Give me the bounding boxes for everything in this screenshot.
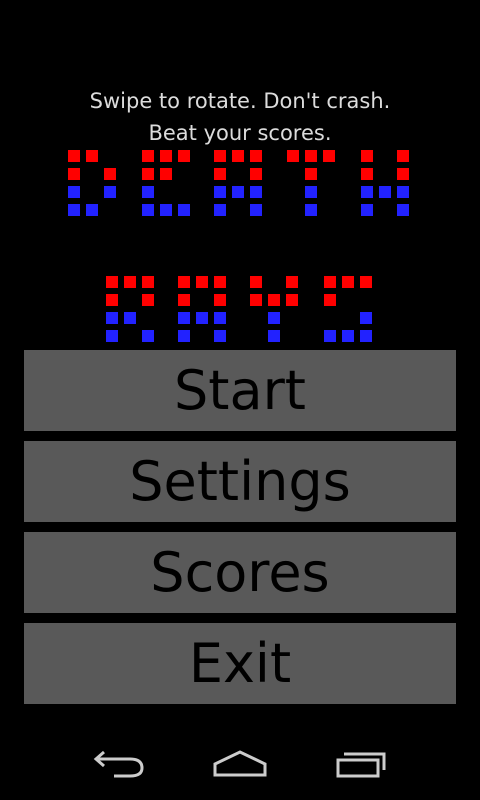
logo-letter-a2	[178, 276, 226, 342]
home-icon[interactable]	[210, 746, 270, 778]
scores-button[interactable]: Scores	[24, 532, 456, 613]
logo-word-death	[68, 150, 409, 216]
logo-letter-d	[68, 150, 116, 216]
game-logo	[68, 150, 409, 342]
recents-icon[interactable]	[330, 746, 390, 778]
back-icon[interactable]	[90, 746, 150, 778]
logo-letter-e	[142, 150, 190, 216]
start-button[interactable]: Start	[24, 350, 456, 431]
tagline-line-2: Beat your scores.	[148, 121, 332, 145]
logo-letter-y	[250, 276, 298, 342]
logo-letter-t	[287, 150, 335, 216]
exit-button[interactable]: Exit	[24, 623, 456, 704]
logo-letter-s	[324, 276, 372, 342]
logo-letter-r	[106, 276, 154, 342]
logo-word-rays	[106, 276, 372, 342]
system-navigation-bar	[0, 720, 480, 800]
logo-letter-h	[361, 150, 409, 216]
settings-button[interactable]: Settings	[24, 441, 456, 522]
tagline-line-1: Swipe to rotate. Don't crash.	[89, 89, 391, 113]
logo-letter-a	[214, 150, 262, 216]
